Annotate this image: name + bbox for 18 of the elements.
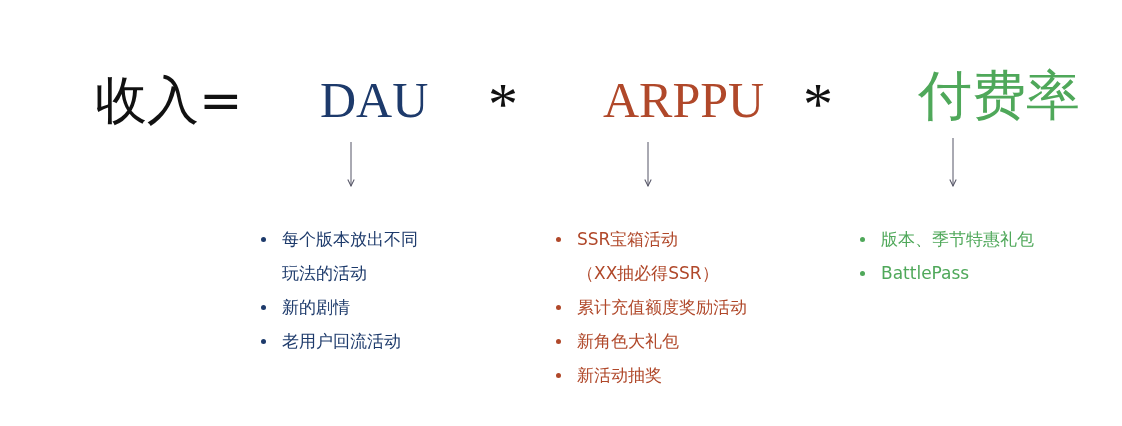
list-item: 新角色大礼包 [577, 331, 679, 351]
list-item: BattlePass [881, 263, 970, 283]
formula-label: * [488, 74, 518, 134]
formula-term: ARPPU [603, 70, 765, 130]
arrow [644, 141, 652, 187]
formula-term: 付费率 [918, 66, 1080, 126]
list-item: 新活动抽奖 [577, 365, 662, 385]
formula-term: DAU [320, 70, 429, 130]
list-item: 版本、季节特惠礼包 [881, 229, 1034, 249]
list-item: 新的剧情 [282, 297, 350, 317]
list-item: 老用户回流活动 [282, 331, 401, 351]
list-item: 每个版本放出不同玩法的活动 [282, 229, 418, 283]
list-item: SSR宝箱活动（XX抽必得SSR） [577, 229, 719, 283]
formula-label: 收入= [95, 70, 243, 130]
arrow [949, 137, 957, 187]
formula-label: * [803, 74, 833, 134]
arrow [347, 141, 355, 187]
list-item: 累计充值额度奖励活动 [577, 297, 747, 317]
